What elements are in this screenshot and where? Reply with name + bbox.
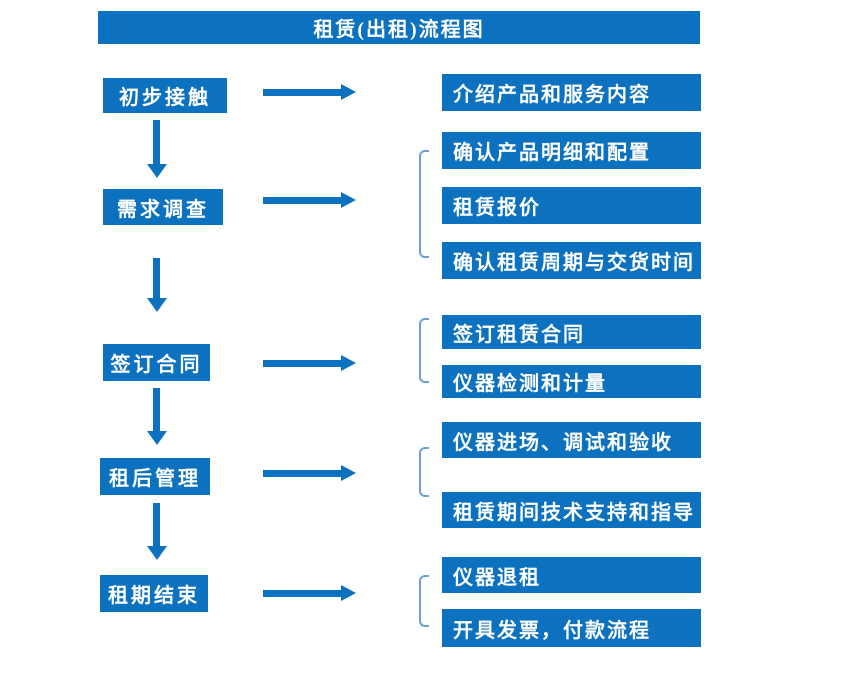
arrow-down-icon — [147, 503, 167, 560]
output-box-sign-rental-contract: 签订租赁合同 — [442, 315, 701, 349]
left-bracket-icon — [419, 318, 429, 383]
arrow-right-icon — [263, 355, 356, 372]
arrow-right-icon — [263, 585, 356, 602]
left-bracket-icon — [419, 575, 429, 627]
arrow-shaft — [153, 388, 160, 431]
arrow-right-icon — [263, 465, 356, 482]
step-box-demand-survey: 需求调查 — [103, 189, 223, 225]
output-box-confirm-rental-period-delivery: 确认租赁周期与交货时间 — [442, 242, 701, 279]
arrow-head — [341, 192, 356, 208]
arrow-head — [341, 355, 356, 371]
arrow-right-icon — [263, 84, 356, 101]
arrow-head — [147, 164, 167, 178]
arrow-shaft — [263, 197, 341, 204]
arrow-down-icon — [147, 120, 167, 178]
arrow-head — [147, 546, 167, 560]
output-box-confirm-product-details: 确认产品明细和配置 — [442, 132, 701, 169]
arrow-shaft — [263, 590, 341, 597]
output-box-invoice-payment-process: 开具发票，付款流程 — [442, 609, 701, 647]
arrow-head — [341, 84, 356, 100]
output-box-instrument-delivery-debug-acceptance: 仪器进场、调试和验收 — [442, 422, 701, 458]
step-box-rental-end: 租期结束 — [100, 575, 208, 612]
arrow-head — [341, 465, 356, 481]
arrow-shaft — [153, 120, 160, 164]
output-box-rental-quotation: 租赁报价 — [442, 187, 701, 224]
output-box-instrument-inspection-metering: 仪器检测和计量 — [442, 365, 701, 398]
arrow-down-icon — [147, 258, 167, 312]
arrow-head — [341, 585, 356, 601]
arrow-down-icon — [147, 388, 167, 445]
left-bracket-icon — [419, 150, 429, 258]
output-box-technical-support-guidance: 租赁期间技术支持和指导 — [442, 492, 701, 528]
arrow-right-icon — [263, 192, 356, 209]
step-box-post-rental-management: 租后管理 — [100, 458, 210, 495]
output-box-instrument-return: 仪器退租 — [442, 557, 701, 593]
arrow-shaft — [263, 89, 341, 96]
step-box-sign-contract: 签订合同 — [103, 344, 210, 381]
step-box-initial-contact: 初步接触 — [103, 78, 227, 113]
arrow-head — [147, 431, 167, 445]
arrow-shaft — [263, 360, 341, 367]
arrow-shaft — [263, 470, 341, 477]
left-bracket-icon — [419, 447, 429, 497]
arrow-shaft — [153, 503, 160, 546]
arrow-shaft — [153, 258, 160, 298]
arrow-head — [147, 298, 167, 312]
page-title: 租赁(出租)流程图 — [98, 11, 700, 44]
output-box-introduce-products-services: 介绍产品和服务内容 — [442, 74, 701, 111]
